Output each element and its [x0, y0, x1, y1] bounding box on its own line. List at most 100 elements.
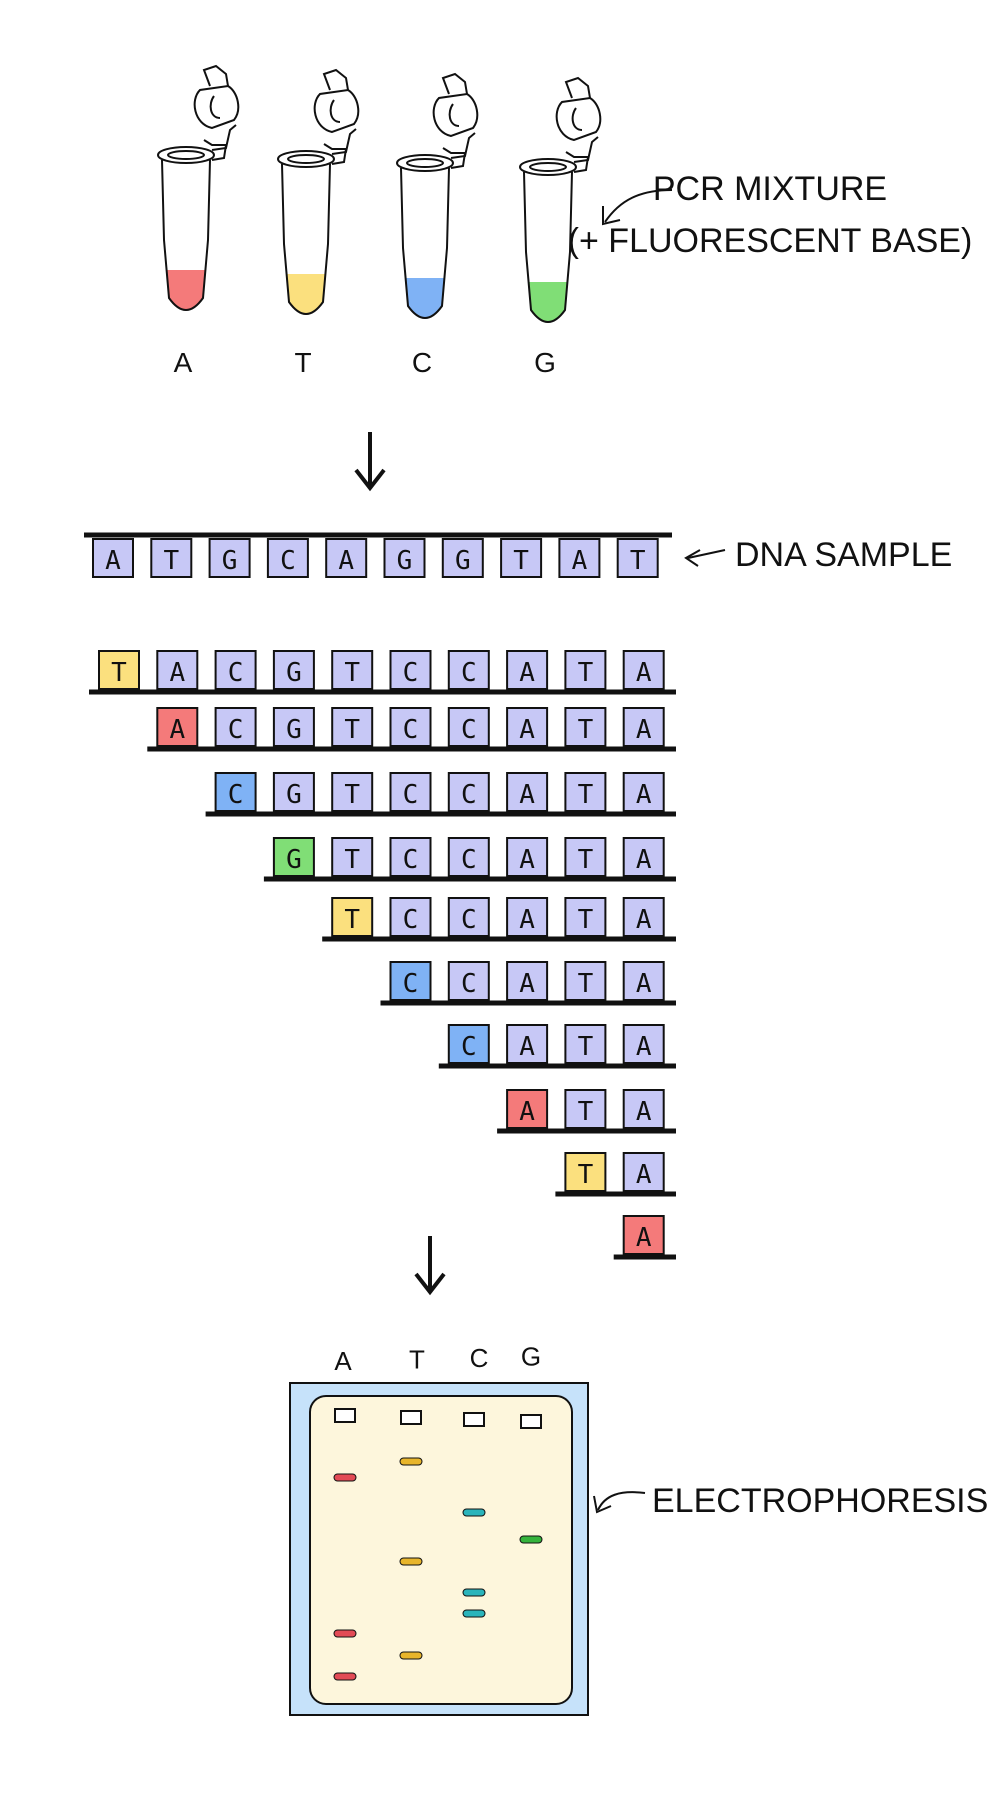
- sample-base-9-letter: A: [572, 546, 588, 576]
- fragment-8-base-4-box: [272, 772, 315, 812]
- sample-base-7: G: [441, 538, 484, 578]
- tube-liquid-G: [528, 282, 568, 322]
- fragment-4-base-8-box: [506, 1024, 549, 1064]
- tube-cap-top-A: [202, 64, 229, 87]
- fragment-10-base-8-letter: A: [519, 658, 535, 688]
- tube-opening-C: [406, 158, 444, 168]
- fragment-4-base-10-box: [622, 1024, 665, 1064]
- tube-cap-top-G: [564, 76, 591, 99]
- gel-band-A-8: [333, 1629, 357, 1638]
- fragment-4-base-7-box: [447, 1024, 490, 1064]
- fragment-5-base-9-letter: T: [578, 969, 594, 999]
- fragment-8-base-7-box: [447, 772, 490, 812]
- fragment-10-base-8-box: [506, 650, 549, 690]
- fragment-10-base-7-letter: C: [461, 658, 477, 688]
- fragment-10-base-9: T: [564, 650, 607, 690]
- fragment-9-base-3-box: [214, 707, 257, 747]
- fragment-8-base-9-box: [564, 772, 607, 812]
- fragment-8-base-5-letter: T: [344, 780, 360, 810]
- fragment-8-base-8-letter: A: [519, 780, 535, 810]
- fragment-9-base-6-box: [389, 707, 432, 747]
- fragment-9-base-2-letter: A: [169, 715, 185, 745]
- tube-label-T: T: [294, 347, 311, 378]
- sample-base-6: G: [383, 538, 426, 578]
- fragment-8-base-6: C: [389, 772, 432, 812]
- fragment-9-base-3: C: [214, 707, 257, 747]
- fragment-7-base-10-box: [622, 837, 665, 877]
- tube-label-A: A: [174, 347, 193, 378]
- fragment-10-base-1-letter: T: [111, 658, 127, 688]
- tube-tab-G: [565, 151, 590, 173]
- tube-label-G: G: [534, 347, 556, 378]
- fragment-4-base-9-letter: T: [578, 1032, 594, 1062]
- fragment-3-base-8-letter: A: [519, 1097, 535, 1127]
- fragment-4-base-10: A: [622, 1024, 665, 1064]
- fragment-9-base-10-letter: A: [636, 715, 652, 745]
- fragment-2-base-9-letter: T: [578, 1160, 594, 1190]
- sample-base-8: T: [500, 538, 543, 578]
- sample-base-5: A: [325, 538, 368, 578]
- fragment-10-base-7: C: [447, 650, 490, 690]
- fragment-3-base-9-box: [564, 1089, 607, 1129]
- gel-band-C-3: [462, 1508, 486, 1517]
- sample-base-5-box: [325, 538, 368, 578]
- fragment-7-base-8: A: [506, 837, 549, 877]
- sample-base-7-box: [441, 538, 484, 578]
- sample-base-10-letter: T: [630, 546, 646, 576]
- fragment-8-base-9: T: [564, 772, 607, 812]
- fragment-8-base-8: A: [506, 772, 549, 812]
- fragment-7-base-7-letter: C: [461, 845, 477, 875]
- fragment-6-base-6-letter: C: [403, 905, 419, 935]
- fragment-9-base-6-letter: C: [403, 715, 419, 745]
- fragment-9-base-8-letter: A: [519, 715, 535, 745]
- fragment-6-base-7-letter: C: [461, 905, 477, 935]
- fragment-1-base-10-letter: A: [636, 1223, 652, 1253]
- gel-well-T: [400, 1410, 422, 1425]
- fragment-7-base-5: T: [331, 837, 374, 877]
- fragment-10-base-2: A: [156, 650, 199, 690]
- fragment-3-base-10-letter: A: [636, 1097, 652, 1127]
- tube-cap-rim-C: [448, 103, 460, 127]
- fragment-6-base-5-box: [331, 897, 374, 937]
- sample-base-9-box: [558, 538, 601, 578]
- fragment-7-base-7: C: [447, 837, 490, 877]
- gel-band-C-6: [462, 1588, 486, 1597]
- fragment-7-base-7-box: [447, 837, 490, 877]
- sample-base-8-letter: T: [513, 546, 529, 576]
- fragment-10-base-4: G: [272, 650, 315, 690]
- fragment-8-base-10: A: [622, 772, 665, 812]
- tube-T: T: [277, 68, 360, 378]
- sample-base-10: T: [616, 538, 659, 578]
- fragment-5-base-6-box: [389, 961, 432, 1001]
- dna-sample-arrow: [687, 549, 726, 559]
- tube-label-C: C: [412, 347, 432, 378]
- sample-base-2-letter: T: [163, 546, 179, 576]
- fragment-1: A: [613, 1215, 676, 1260]
- fragment-10-base-5: T: [331, 650, 374, 690]
- fragment-5-base-8: A: [506, 961, 549, 1001]
- tube-opening-G: [529, 162, 567, 172]
- sample-base-4-box: [266, 538, 309, 578]
- fragment-9-base-6: C: [389, 707, 432, 747]
- fragment-9-base-4-box: [272, 707, 315, 747]
- fragment-8-base-9-letter: T: [578, 780, 594, 810]
- fragment-7-base-4: G: [272, 837, 315, 877]
- fragment-9-base-9-box: [564, 707, 607, 747]
- fragment-8-base-7-letter: C: [461, 780, 477, 810]
- tube-cap-rim-G: [571, 107, 583, 131]
- dna-sample-label: DNA SAMPLE: [735, 536, 952, 574]
- fragment-5-base-6-letter: C: [403, 969, 419, 999]
- gel-well-G: [520, 1414, 542, 1429]
- gel-band-T-5: [399, 1557, 423, 1566]
- sample-base-2: T: [150, 538, 193, 578]
- fragment-8-base-10-letter: A: [636, 780, 652, 810]
- down-arrow-1-head: [354, 468, 386, 492]
- fragment-8-base-3: C: [214, 772, 257, 812]
- fragment-10-base-1: T: [98, 650, 140, 690]
- pcr-label-line1: PCR MIXTURE: [653, 170, 887, 208]
- tube-cap-rim-A: [209, 95, 221, 119]
